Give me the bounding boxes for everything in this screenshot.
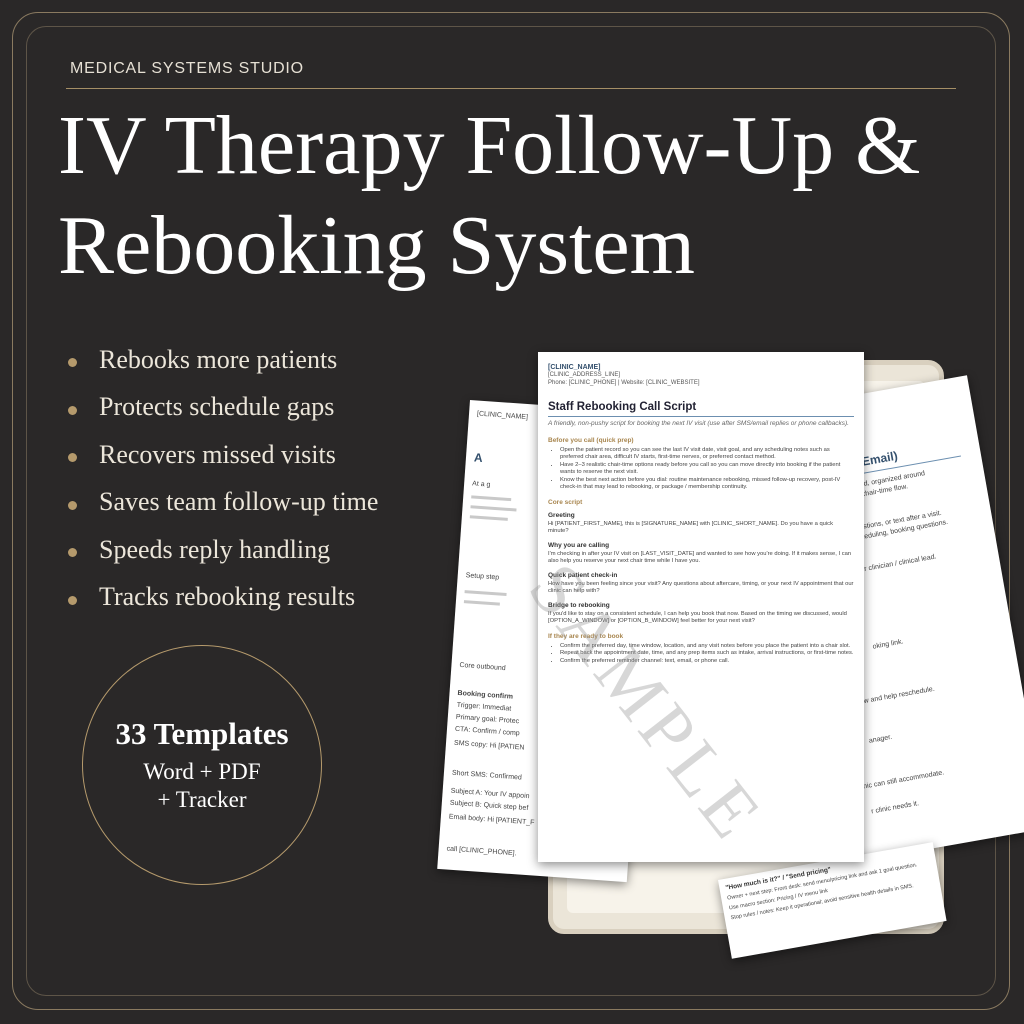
doc-title: Staff Rebooking Call Script (548, 401, 697, 413)
bullet-icon (68, 548, 77, 558)
format-line-2: + Tracker (157, 787, 247, 812)
ready-list: Confirm the preferred day, time window, … (548, 643, 854, 666)
outer-frame (12, 12, 1010, 1010)
text-line (464, 590, 507, 597)
section-heading: Before you call (quick prep) (548, 436, 634, 444)
doc-fragment: Email body: Hi [PATIENT_F (448, 813, 535, 827)
feature-item: Tracks rebooking results (68, 574, 378, 622)
feature-text: Tracks rebooking results (99, 582, 356, 612)
sub-heading: Greeting (548, 511, 575, 519)
sub-heading: Bridge to rebooking (548, 601, 610, 609)
doc-fragment: SMS copy: Hi [PATIEN (453, 739, 525, 752)
clinic-contact: Phone: [CLINIC_PHONE] | Website: [CLINIC… (548, 380, 700, 386)
bullet-icon (68, 358, 77, 368)
bullet-icon (68, 453, 77, 463)
template-count-badge: 33 Templates Word + PDF + Tracker (82, 645, 322, 885)
paragraph: I'm checking in after your IV visit on [… (548, 550, 852, 565)
feature-item: Saves team follow-up time (68, 479, 378, 527)
list-item: Have 2–3 realistic chair-time options re… (560, 462, 854, 477)
feature-list: Rebooks more patients Protects schedule … (68, 336, 378, 621)
text-line (470, 505, 517, 512)
doc-fragment: [CLINIC_NAME] (476, 410, 529, 422)
doc-fragment: your clinician / clinical lead. (852, 553, 938, 575)
prep-list: Open the patient record so you can see t… (548, 447, 854, 492)
list-item: Open the patient record so you can see t… (560, 447, 854, 462)
doc-fragment: ndow and help reschedule. (851, 685, 936, 708)
doc-fragment: At a g (471, 480, 491, 489)
paragraph: How have you been feeling since your vis… (548, 580, 854, 595)
doc-fragment: Trigger: Immediat (456, 701, 512, 713)
clinic-address: [CLINIC_ADDRESS_LINE] (548, 372, 621, 378)
doc-fragment: CTA: Confirm / comp (454, 725, 520, 738)
doc-fragment: Subject B: Quick step bef (449, 799, 529, 813)
bullet-icon (68, 500, 77, 510)
feature-text: Protects schedule gaps (99, 392, 335, 422)
doc-fragment: oking link. (872, 638, 905, 651)
doc-heading: A (473, 450, 484, 466)
feature-text: Recovers missed visits (99, 439, 336, 469)
doc-fragment: Core outbound (459, 661, 506, 673)
list-item: Know the best next action before you dia… (560, 477, 854, 492)
format-line-1: Word + PDF (143, 759, 261, 784)
template-count: 33 Templates (115, 716, 289, 751)
paragraph: Hi [PATIENT_FIRST_NAME], this is [SIGNAT… (548, 520, 833, 535)
doc-fragment: r clinic needs it. (870, 800, 920, 816)
doc-title-rule (548, 416, 854, 417)
title-line-1: IV Therapy Follow-Up & (58, 99, 921, 192)
section-heading: If they are ready to book (548, 632, 624, 640)
doc-fragment: call [CLINIC_PHONE]. (446, 845, 517, 858)
document-page-front: [CLINIC_NAME] [CLINIC_ADDRESS_LINE] Phon… (538, 352, 864, 862)
doc-fragment: Short SMS: Confirmed (451, 769, 523, 782)
product-title: IV Therapy Follow-Up & Rebooking System (58, 96, 1008, 296)
feature-text: Saves team follow-up time (99, 487, 379, 517)
bullet-icon (68, 595, 77, 605)
feature-text: Speeds reply handling (99, 534, 331, 564)
section-heading: Core script (548, 498, 583, 506)
feature-text: Rebooks more patients (99, 344, 338, 374)
doc-fragment: Setup step (465, 572, 500, 582)
list-item: Confirm the preferred reminder channel: … (560, 658, 854, 666)
text-line (471, 495, 512, 502)
text-line (469, 515, 508, 521)
text-line (463, 600, 500, 606)
list-item: Repeat back the appointment date, time, … (560, 650, 854, 658)
inner-frame (26, 26, 996, 996)
feature-item: Protects schedule gaps (68, 384, 378, 432)
feature-item: Rebooks more patients (68, 336, 378, 384)
paragraph: If you'd like to stay on a consistent sc… (548, 610, 847, 625)
feature-item: Recovers missed visits (68, 431, 378, 479)
brand-divider (66, 88, 956, 89)
sub-heading: Quick patient check-in (548, 571, 618, 579)
clinic-name: [CLINIC_NAME] (548, 364, 601, 371)
list-item: Confirm the preferred day, time window, … (560, 643, 854, 651)
doc-tagline: A friendly, non-pushy script for booking… (548, 420, 849, 427)
doc-fragment: Booking confirm (457, 689, 514, 701)
doc-fragment: anager. (868, 733, 893, 745)
feature-item: Speeds reply handling (68, 526, 378, 574)
sub-heading: Why you are calling (548, 541, 610, 549)
title-line-2: Rebooking System (58, 199, 696, 292)
brand-name: MEDICAL SYSTEMS STUDIO (70, 60, 304, 77)
doc-fragment: Subject A: Your IV appoin (450, 787, 530, 801)
doc-fragment: Primary goal: Protec (455, 713, 520, 726)
bullet-icon (68, 405, 77, 415)
